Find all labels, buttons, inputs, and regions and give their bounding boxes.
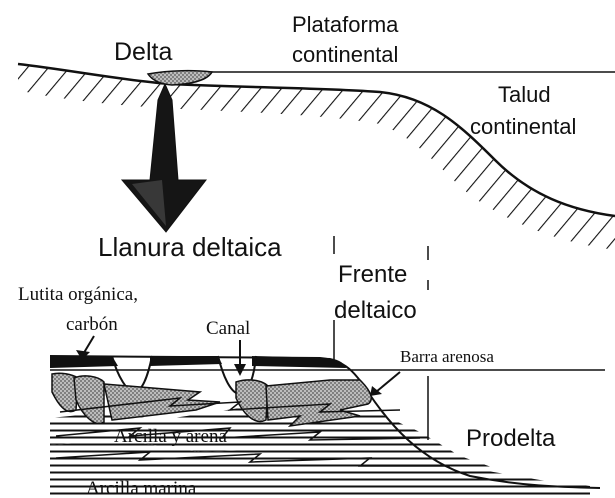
label-talud-1: Talud xyxy=(498,82,551,107)
label-plataforma-2: continental xyxy=(292,42,398,67)
lutita-carbon-layer-3 xyxy=(252,356,346,368)
label-barra-arenosa: Barra arenosa xyxy=(400,347,494,366)
label-arcilla-marina: Arcilla marina xyxy=(86,478,197,498)
label-frente-1: Frente xyxy=(338,261,407,288)
arrow-barra xyxy=(376,372,400,392)
label-frente-2: deltaico xyxy=(334,297,417,324)
label-canal: Canal xyxy=(206,318,250,339)
label-arcilla-y-arena: Arcilla y arena xyxy=(114,426,227,447)
label-prodelta: Prodelta xyxy=(466,425,556,452)
label-llanura-deltaica: Llanura deltaica xyxy=(98,232,282,262)
label-lutita-2: carbón xyxy=(66,314,118,335)
label-lutita-1: Lutita orgánica, xyxy=(18,284,138,305)
label-delta: Delta xyxy=(114,38,172,66)
label-talud-2: continental xyxy=(470,114,576,139)
label-plataforma-1: Plataforma xyxy=(292,12,399,37)
detail-section xyxy=(50,236,605,496)
lutita-carbon-layer-2 xyxy=(150,356,222,366)
